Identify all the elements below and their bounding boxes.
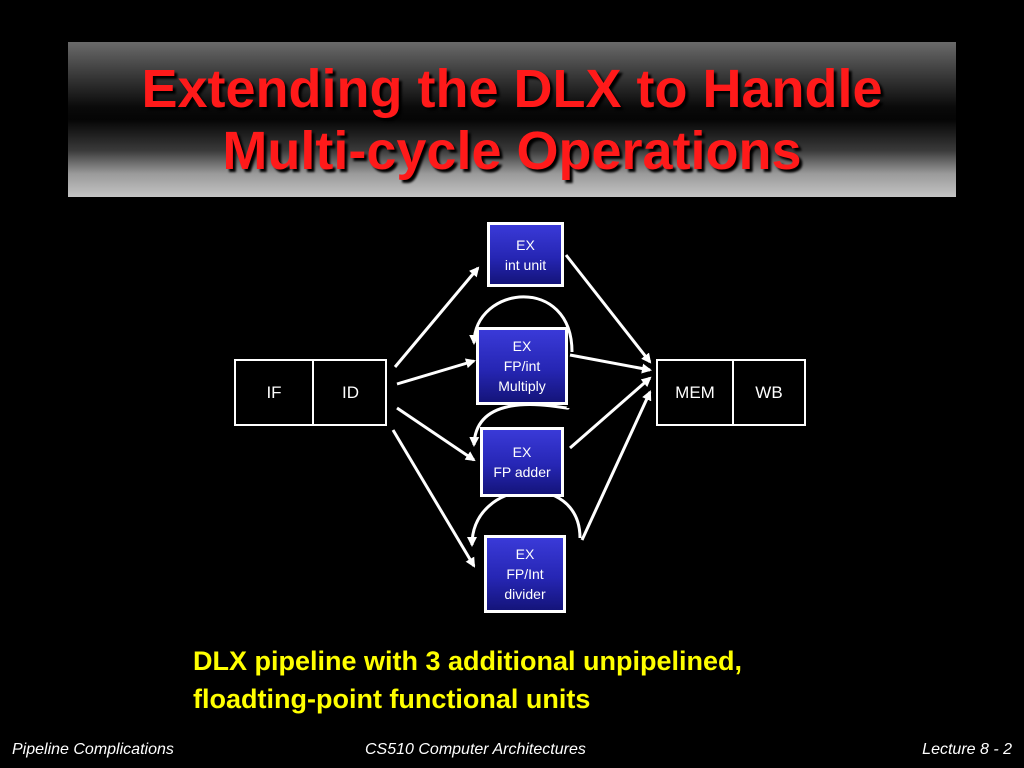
arrow-divider-to-mem — [580, 390, 652, 541]
arrow-id-to-multiply — [396, 358, 476, 386]
unit-label: EX — [516, 236, 535, 253]
arrow-fp-adder-to-mem — [569, 376, 652, 450]
stage-mem: MEM — [675, 382, 715, 402]
caption-line-1: DLX pipeline with 3 additional unpipelin… — [193, 646, 743, 676]
unit-sub-1: FP/int — [503, 358, 541, 374]
arrow-id-to-fp-adder — [396, 406, 476, 462]
ex-fp-int-multiply: EX FP/int Multiply — [476, 327, 568, 405]
arrow-id-to-divider — [391, 429, 476, 568]
ex-fp-adder: EX FP adder — [480, 427, 564, 497]
slide-title-line-1: Extending the DLX to Handle — [141, 58, 883, 119]
arrow-multiply-to-mem — [569, 353, 652, 374]
unit-sub-1: FP/Int — [506, 566, 544, 582]
arrow-id-to-int-unit — [393, 266, 480, 368]
diagram-caption: DLX pipeline with 3 additional unpipelin… — [193, 642, 742, 718]
unit-label: EX — [512, 444, 532, 460]
unit-sub-1: FP adder — [493, 464, 551, 480]
title-banner: Extending the DLX to Handle Multi-cycle … — [68, 42, 956, 197]
footer-right: Lecture 8 - 2 — [922, 741, 1012, 758]
unit-label: EX — [515, 546, 535, 562]
stage-divider — [732, 361, 734, 424]
stage-wb: WB — [755, 382, 783, 402]
caption-line-2: floadting-point functional units — [193, 684, 591, 714]
unit-sub-2: divider — [504, 586, 546, 602]
unit-label: EX — [512, 338, 532, 354]
ex-fp-int-divider: EX FP/Int divider — [484, 535, 566, 613]
unit-sub-2: Multiply — [498, 378, 546, 394]
pipeline-back-box: MEM WB — [656, 359, 806, 426]
stage-if: IF — [266, 382, 282, 402]
footer-center: CS510 Computer Architectures — [365, 741, 586, 758]
stage-divider — [312, 361, 314, 424]
arrow-int-unit-to-mem — [564, 254, 652, 364]
unit-sub-1: int unit — [504, 256, 547, 273]
slide-title-line-2: Multi-cycle Operations — [222, 120, 802, 181]
footer-left: Pipeline Complications — [12, 741, 174, 758]
pipeline-front-box: IF ID — [234, 359, 387, 426]
stage-id: ID — [342, 382, 359, 402]
ex-int-unit: EX int unit — [487, 222, 564, 287]
